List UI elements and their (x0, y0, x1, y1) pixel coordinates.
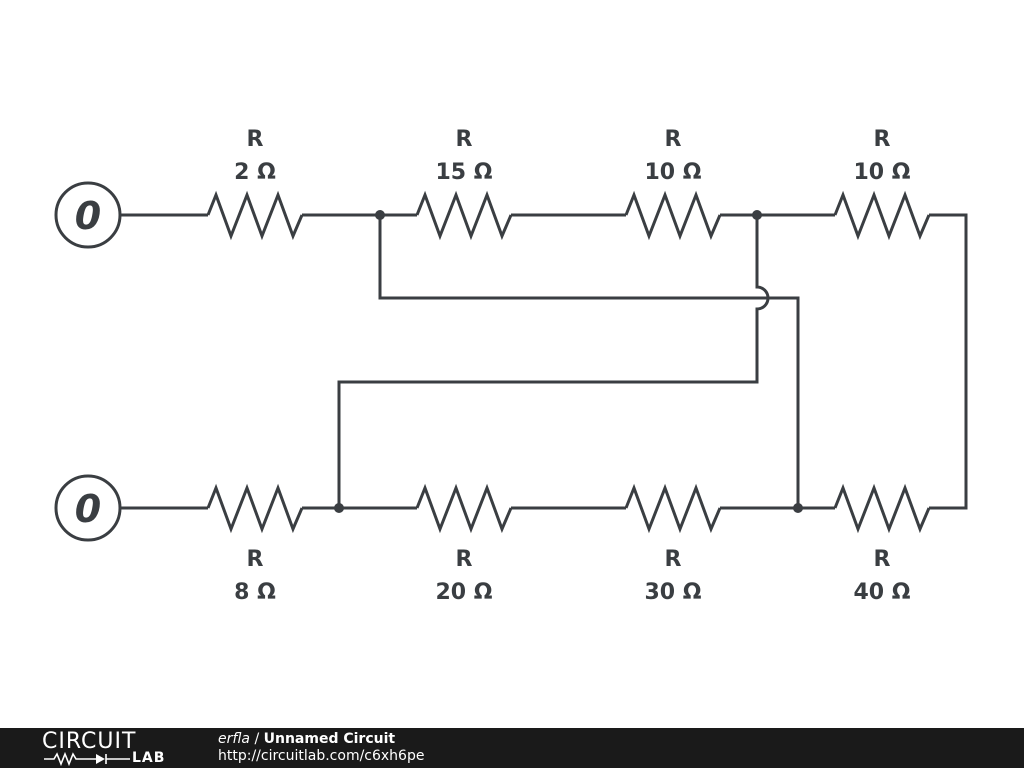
circuitlab-logo[interactable]: CIRCUIT LAB (42, 730, 182, 766)
junction-node-b (752, 210, 762, 220)
wire-r4-right-rail (929, 213, 968, 510)
resistor-r4-name: R (874, 127, 891, 152)
resistor-r7-name: R (665, 547, 682, 572)
logo-text-lab: LAB (132, 750, 166, 766)
junction-node-d (793, 503, 803, 513)
terminal-bottom: 0 (54, 474, 122, 542)
resistor-r6-value: 20 Ω (436, 580, 493, 605)
footer-bar: CIRCUIT LAB erfla / Unnamed Circuit http… (0, 728, 1024, 768)
circuit-title[interactable]: Unnamed Circuit (263, 731, 396, 747)
byline-separator: / (250, 731, 264, 747)
resistor-r5-symbol (206, 483, 304, 534)
resistor-r1-value: 2 Ω (234, 160, 276, 185)
circuit-byline: erfla / Unnamed Circuit (218, 731, 424, 748)
wire-node-a-to-node-d (378, 215, 800, 508)
resistor-r7-value: 30 Ω (645, 580, 702, 605)
logo-waveform-diode-icon (44, 752, 130, 766)
resistor-r1-symbol (206, 190, 304, 241)
resistor-r2-value: 15 Ω (436, 160, 493, 185)
resistor-r8-value: 40 Ω (854, 580, 911, 605)
circuit-schematic: 0 0 R 2 Ω R 15 Ω R 10 Ω R 10 Ω R 8 Ω R 2… (54, 127, 968, 605)
resistor-r8-name: R (874, 547, 891, 572)
resistor-r7-symbol (624, 483, 722, 534)
resistor-r4-value: 10 Ω (854, 160, 911, 185)
terminal-top: 0 (54, 181, 122, 249)
circuit-url[interactable]: http://circuitlab.com/c6xh6pe (218, 748, 425, 764)
resistor-r3-value: 10 Ω (645, 160, 702, 185)
resistor-r8-symbol (833, 483, 931, 534)
resistor-r6-name: R (456, 547, 473, 572)
junction-node-c (334, 503, 344, 513)
resistor-r3-symbol (624, 190, 722, 241)
resistor-r3-name: R (665, 127, 682, 152)
terminal-top-label: 0 (75, 194, 101, 238)
logo-text-circuit: CIRCUIT (42, 729, 137, 754)
resistor-r4-symbol (833, 190, 931, 241)
junction-node-a (375, 210, 385, 220)
resistor-r1-name: R (247, 127, 264, 152)
resistor-r5-name: R (247, 547, 264, 572)
resistor-r2-symbol (415, 190, 513, 241)
resistor-r6-symbol (415, 483, 513, 534)
resistor-r5-value: 8 Ω (234, 580, 276, 605)
terminal-bottom-label: 0 (75, 487, 101, 531)
wire-node-b-to-node-c (337, 215, 770, 508)
author-name[interactable]: erfla (218, 731, 250, 747)
resistor-r2-name: R (456, 127, 473, 152)
circuit-info: erfla / Unnamed Circuit http://circuitla… (218, 731, 424, 765)
